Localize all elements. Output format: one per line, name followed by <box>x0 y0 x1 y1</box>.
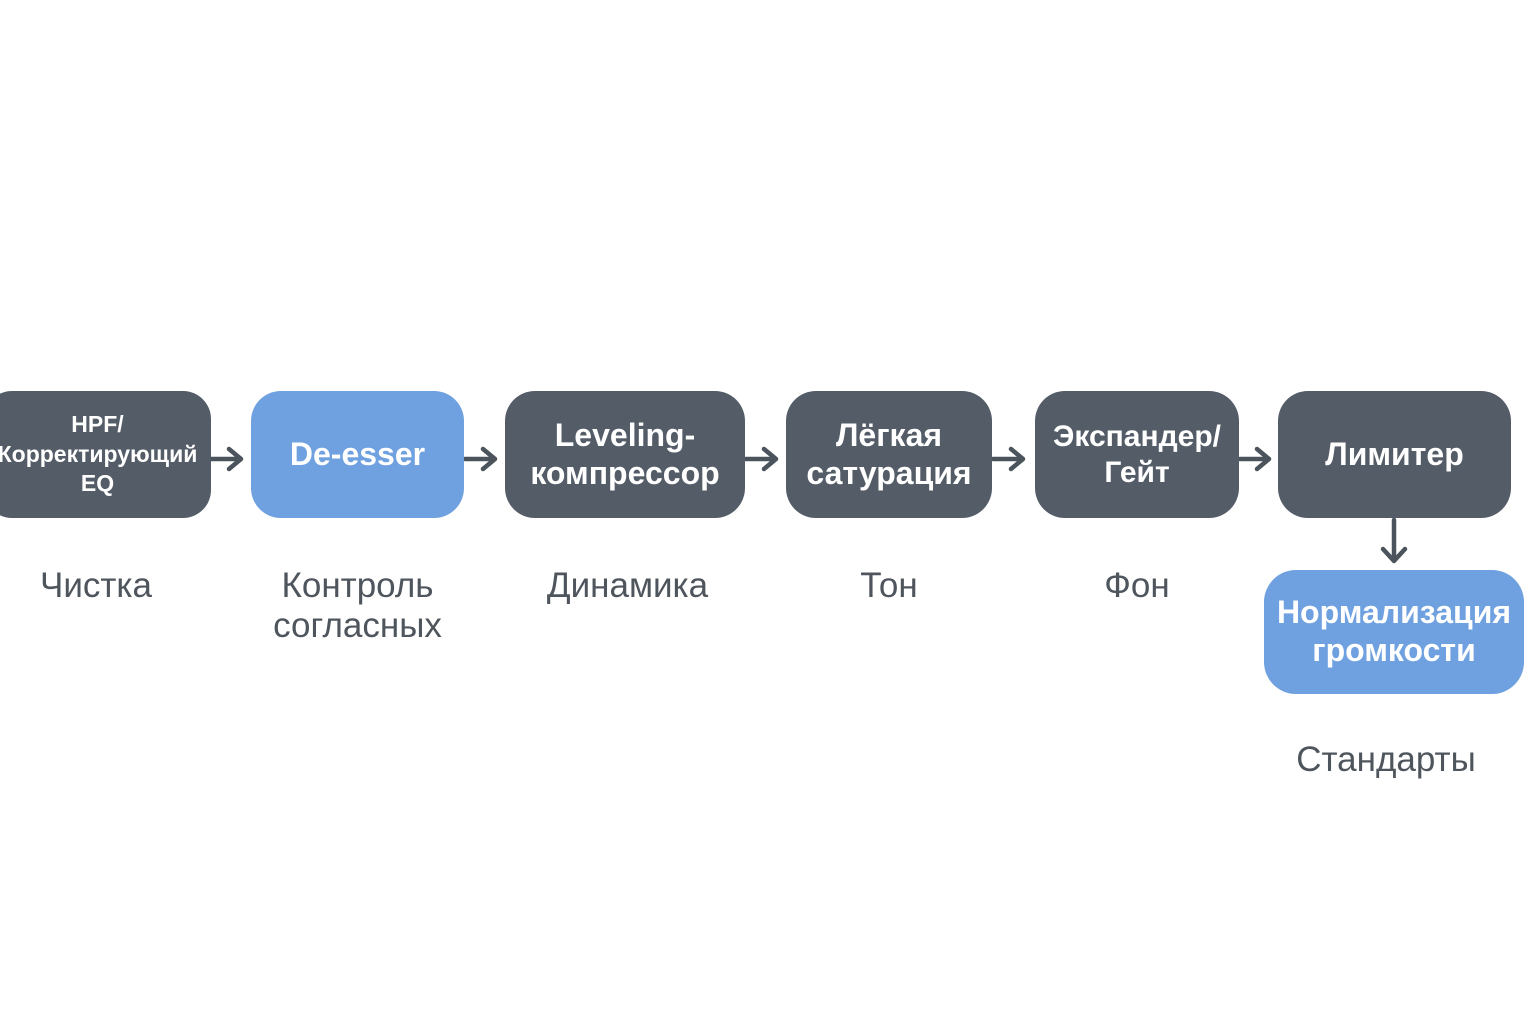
stage-light-saturation: Лёгкая сатурация <box>786 391 992 518</box>
stage-light-saturation-label: Лёгкая сатурация <box>806 416 972 491</box>
arrow-limiter-to-normalization <box>1380 517 1408 564</box>
arrow-leveling-to-saturation <box>743 446 779 472</box>
arrow-saturation-to-expander <box>990 446 1026 472</box>
stage-hpf-eq: HPF/ Корректирующий EQ <box>0 391 211 518</box>
caption-loudness-normalization: Стандарты <box>1296 740 1476 779</box>
stage-limiter-label: Лимитер <box>1325 435 1464 472</box>
caption-expander-gate: Фон <box>1104 566 1170 605</box>
stage-expander-gate-label: Экспандер/ Гейт <box>1053 420 1221 489</box>
stage-de-esser-label: De-esser <box>289 435 426 472</box>
arrow-expander-to-limiter <box>1237 446 1272 472</box>
arrow-hpf-to-deesser <box>208 446 244 472</box>
caption-hpf-eq: Чистка <box>40 566 152 605</box>
stage-expander-gate: Экспандер/ Гейт <box>1035 391 1239 518</box>
stage-limiter: Лимитер <box>1278 391 1511 518</box>
stage-de-esser: De-esser <box>251 391 464 518</box>
stage-leveling-compressor-label: Leveling- компрессор <box>530 416 720 491</box>
caption-de-esser: Контроль согласных <box>273 566 442 646</box>
caption-leveling-compressor: Динамика <box>546 566 709 605</box>
stage-hpf-eq-label: HPF/ Корректирующий EQ <box>0 411 198 497</box>
caption-light-saturation: Тон <box>860 566 918 605</box>
stage-leveling-compressor: Leveling- компрессор <box>505 391 745 518</box>
stage-loudness-normalization: Нормализация громкости <box>1264 570 1524 694</box>
arrow-deesser-to-leveling <box>462 446 498 472</box>
stage-loudness-normalization-label: Нормализация громкости <box>1276 594 1512 668</box>
